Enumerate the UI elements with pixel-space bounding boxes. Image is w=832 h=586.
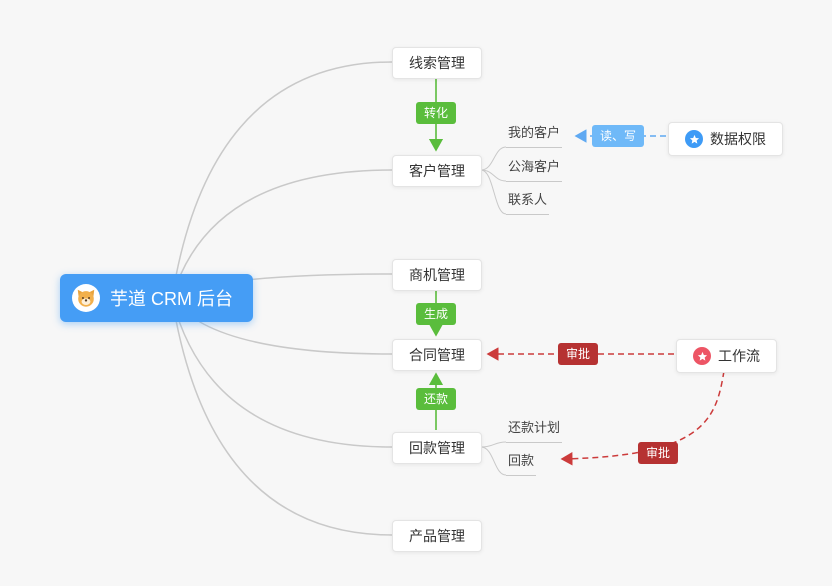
leaf-public-sea-customers[interactable]: 公海客户 [506,160,563,182]
node-data-permission-label: 数据权限 [710,131,766,147]
receivable-child-curves [480,441,507,476]
leaf-receivable[interactable]: 回款 [506,454,537,476]
root-node-label: 芋道 CRM 后台 [110,289,233,309]
node-contract-label: 合同管理 [409,347,465,363]
star-icon [685,130,703,148]
leaf-repayment-plan[interactable]: 还款计划 [506,421,563,443]
node-receivable-label: 回款管理 [409,440,465,456]
leaf-contacts[interactable]: 联系人 [506,193,550,215]
customer-child-curves [480,146,507,215]
edge-label-approve-receivable: 审批 [637,442,679,464]
edge-label-read-write: 读、写 [591,125,645,147]
edge-label-approve-contract: 审批 [557,343,599,365]
node-customer-label: 客户管理 [409,163,465,179]
node-opportunity-management[interactable]: 商机管理 [392,259,482,291]
node-customer-management[interactable]: 客户管理 [392,155,482,187]
edge-label-convert: 转化 [415,102,457,124]
edge-label-repay: 还款 [415,388,457,410]
node-opportunity-label: 商机管理 [409,267,465,283]
root-node-crm-backend[interactable]: 芋道 CRM 后台 [60,274,253,322]
node-workflow-label: 工作流 [718,348,760,364]
star-icon [693,347,711,365]
node-data-permission[interactable]: 数据权限 [668,122,783,156]
node-lead-label: 线索管理 [409,55,465,71]
node-product-label: 产品管理 [409,528,465,544]
dog-face-icon [72,284,100,312]
leaf-my-customers[interactable]: 我的客户 [506,126,563,148]
approve-receivable-arrow [560,370,725,466]
node-receivable-management[interactable]: 回款管理 [392,432,482,464]
node-lead-management[interactable]: 线索管理 [392,47,482,79]
node-contract-management[interactable]: 合同管理 [392,339,482,371]
edge-label-generate: 生成 [415,303,457,325]
node-product-management[interactable]: 产品管理 [392,520,482,552]
node-workflow[interactable]: 工作流 [676,339,777,373]
